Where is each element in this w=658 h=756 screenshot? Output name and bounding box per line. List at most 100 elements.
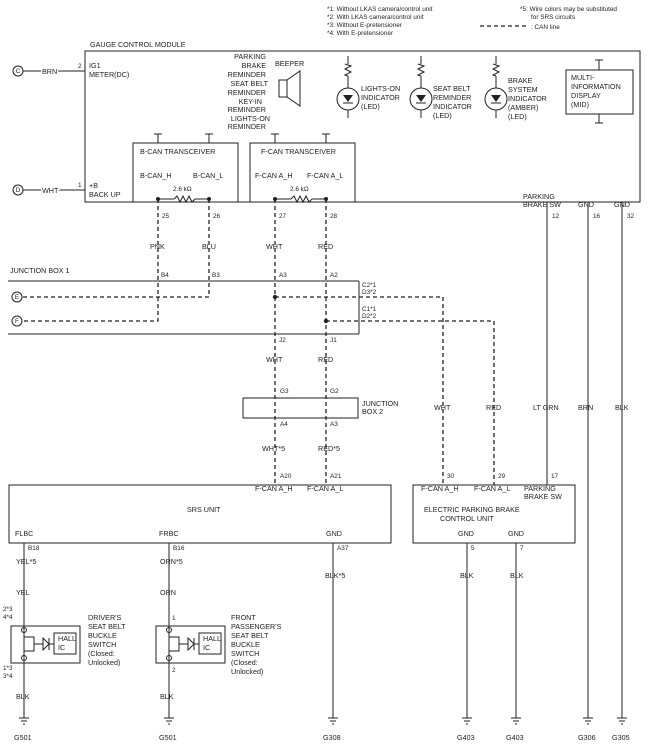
solid-wires — [23, 202, 623, 718]
svg-text:SWITCH: SWITCH — [88, 640, 116, 649]
ground-icon — [328, 717, 338, 725]
mid-label-3: (MID) — [571, 100, 589, 109]
svg-text:LT GRN: LT GRN — [533, 403, 559, 412]
svg-text:2: 2 — [172, 667, 176, 674]
connector-c: C BRN 2 — [12, 63, 85, 78]
svg-text:RED: RED — [486, 403, 501, 412]
svg-text:WHT: WHT — [266, 242, 283, 251]
svg-text:BRN: BRN — [578, 403, 593, 412]
svg-text:BUCKLE: BUCKLE — [88, 631, 117, 640]
svg-text:G305: G305 — [612, 733, 630, 742]
svg-text:GND: GND — [326, 529, 342, 538]
svg-text:BUCKLE: BUCKLE — [231, 640, 260, 649]
fcan-l-label: F-CAN A_L — [307, 171, 343, 180]
footnotes: *1: Without LKAS camera/control unit *2:… — [327, 6, 617, 37]
svg-text:1: 1 — [172, 615, 176, 622]
svg-text:J2: J2 — [279, 337, 286, 344]
svg-text:YEL: YEL — [16, 588, 30, 597]
brake-label-3: (AMBER) — [508, 103, 538, 112]
fcan-res-label: 2.6 kΩ — [290, 186, 309, 193]
beeper-icon — [278, 70, 301, 107]
svg-text:G501: G501 — [14, 733, 32, 742]
svg-text:WHT*5: WHT*5 — [262, 444, 285, 453]
lights-on-label-1: INDICATOR — [361, 93, 400, 102]
svg-text:5: 5 — [471, 545, 475, 552]
gcm-plus-b: +B — [89, 181, 98, 190]
srs-unit: SRS UNIT F-CAN A_H F-CAN A_L FLBC FRBC G… — [8, 473, 392, 552]
svg-text:B4: B4 — [161, 272, 169, 279]
fcan-h-label: F-CAN A_H — [255, 171, 293, 180]
mid-label-2: DISPLAY — [571, 91, 601, 100]
brake-led-icon — [484, 56, 508, 118]
svg-text:HALL: HALL — [203, 634, 221, 643]
ground-symbols: G501 G501 G308 G403 G403 G306 G305 — [14, 717, 630, 742]
note-5a: *5: Wire colors may be substituted — [520, 6, 617, 13]
splice-1 — [272, 294, 278, 300]
gcm-pbsw-label-1: PARKING — [523, 192, 555, 201]
svg-text:A2: A2 — [330, 272, 338, 279]
svg-text:CONTROL UNIT: CONTROL UNIT — [440, 514, 494, 523]
svg-text:4*4: 4*4 — [3, 614, 13, 621]
gcm-title: GAUGE CONTROL MODULE — [90, 40, 186, 49]
svg-text:J1: J1 — [330, 337, 337, 344]
seat-belt-led-icon — [409, 56, 433, 118]
wire-labels: PNK BLU WHT RED WHT RED WHT*5 RED*5 WHT … — [16, 242, 629, 701]
svg-text:BLK: BLK — [615, 403, 629, 412]
svg-text:GND: GND — [508, 529, 524, 538]
svg-text:F-CAN A_H: F-CAN A_H — [255, 484, 293, 493]
svg-text:G3: G3 — [280, 388, 289, 395]
fcan-title: F-CAN TRANSCEIVER — [261, 147, 336, 156]
seat-belt-label-0: SEAT BELT — [433, 84, 471, 93]
svg-text:2*3: 2*3 — [3, 606, 13, 613]
svg-text:G403: G403 — [457, 733, 475, 742]
reminder-5: KEY-IN — [239, 97, 262, 106]
note-can: : CAN line — [531, 24, 560, 31]
svg-text:F-CAN A_H: F-CAN A_H — [421, 484, 459, 493]
svg-text:WHT: WHT — [434, 403, 451, 412]
wire-wht-d: WHT — [42, 186, 59, 195]
driver-buckle-switch: 2*3 4*4 1*3 3*4 — [3, 606, 81, 680]
svg-text:RED*5: RED*5 — [318, 444, 340, 453]
reminder-8: REMINDER — [228, 122, 266, 131]
beeper-label: BEEPER — [275, 59, 304, 68]
svg-text:FRBC: FRBC — [159, 529, 179, 538]
svg-text:3*4: 3*4 — [3, 673, 13, 680]
can-wires — [22, 199, 495, 485]
epb-control-unit: F-CAN A_H F-CAN A_L PARKING BRAKE SW ELE… — [412, 473, 576, 552]
seat-belt-label-3: (LED) — [433, 111, 452, 120]
svg-text:A3: A3 — [279, 272, 287, 279]
svg-text:PASSENGER'S: PASSENGER'S — [231, 622, 282, 631]
svg-text:C2*1: C2*1 — [362, 282, 377, 289]
svg-text:YEL*5: YEL*5 — [16, 557, 36, 566]
svg-text:ELECTRIC PARKING BRAKE: ELECTRIC PARKING BRAKE — [424, 505, 520, 514]
svg-text:E: E — [15, 294, 19, 301]
gcm-pbsw-label-2: BRAKE SW — [523, 200, 561, 209]
svg-text:ORN*5: ORN*5 — [160, 557, 183, 566]
reminder-1: BRAKE — [242, 61, 267, 70]
svg-text:2: 2 — [78, 63, 82, 70]
svg-text:28: 28 — [330, 213, 338, 220]
svg-text:HALL: HALL — [58, 634, 76, 643]
svg-text:G403: G403 — [506, 733, 524, 742]
bcan-res-label: 2.6 kΩ — [173, 186, 192, 193]
svg-text:F: F — [15, 318, 19, 325]
srs-title: SRS UNIT — [187, 505, 221, 514]
svg-text:26: 26 — [213, 213, 221, 220]
reminder-0: PARKING — [234, 52, 266, 61]
ground-icon — [164, 717, 174, 725]
reminder-3: SEAT BELT — [230, 79, 268, 88]
svg-text:BLK: BLK — [160, 692, 174, 701]
bcan-l-label: B-CAN_L — [193, 171, 223, 180]
gcm-gnd-16: GND — [578, 200, 594, 209]
seat-belt-label-2: INDICATOR — [433, 102, 472, 111]
svg-text:A20: A20 — [280, 473, 292, 480]
svg-text:32: 32 — [627, 213, 635, 220]
reminder-6: REMINDER — [228, 105, 266, 114]
reminder-2: REMINDER — [228, 70, 266, 79]
brake-label-2: INDICATOR — [508, 94, 547, 103]
svg-text:Unlocked): Unlocked) — [231, 667, 263, 676]
svg-text:GND: GND — [458, 529, 474, 538]
svg-text:A37: A37 — [337, 545, 349, 552]
svg-text:A3: A3 — [330, 421, 338, 428]
